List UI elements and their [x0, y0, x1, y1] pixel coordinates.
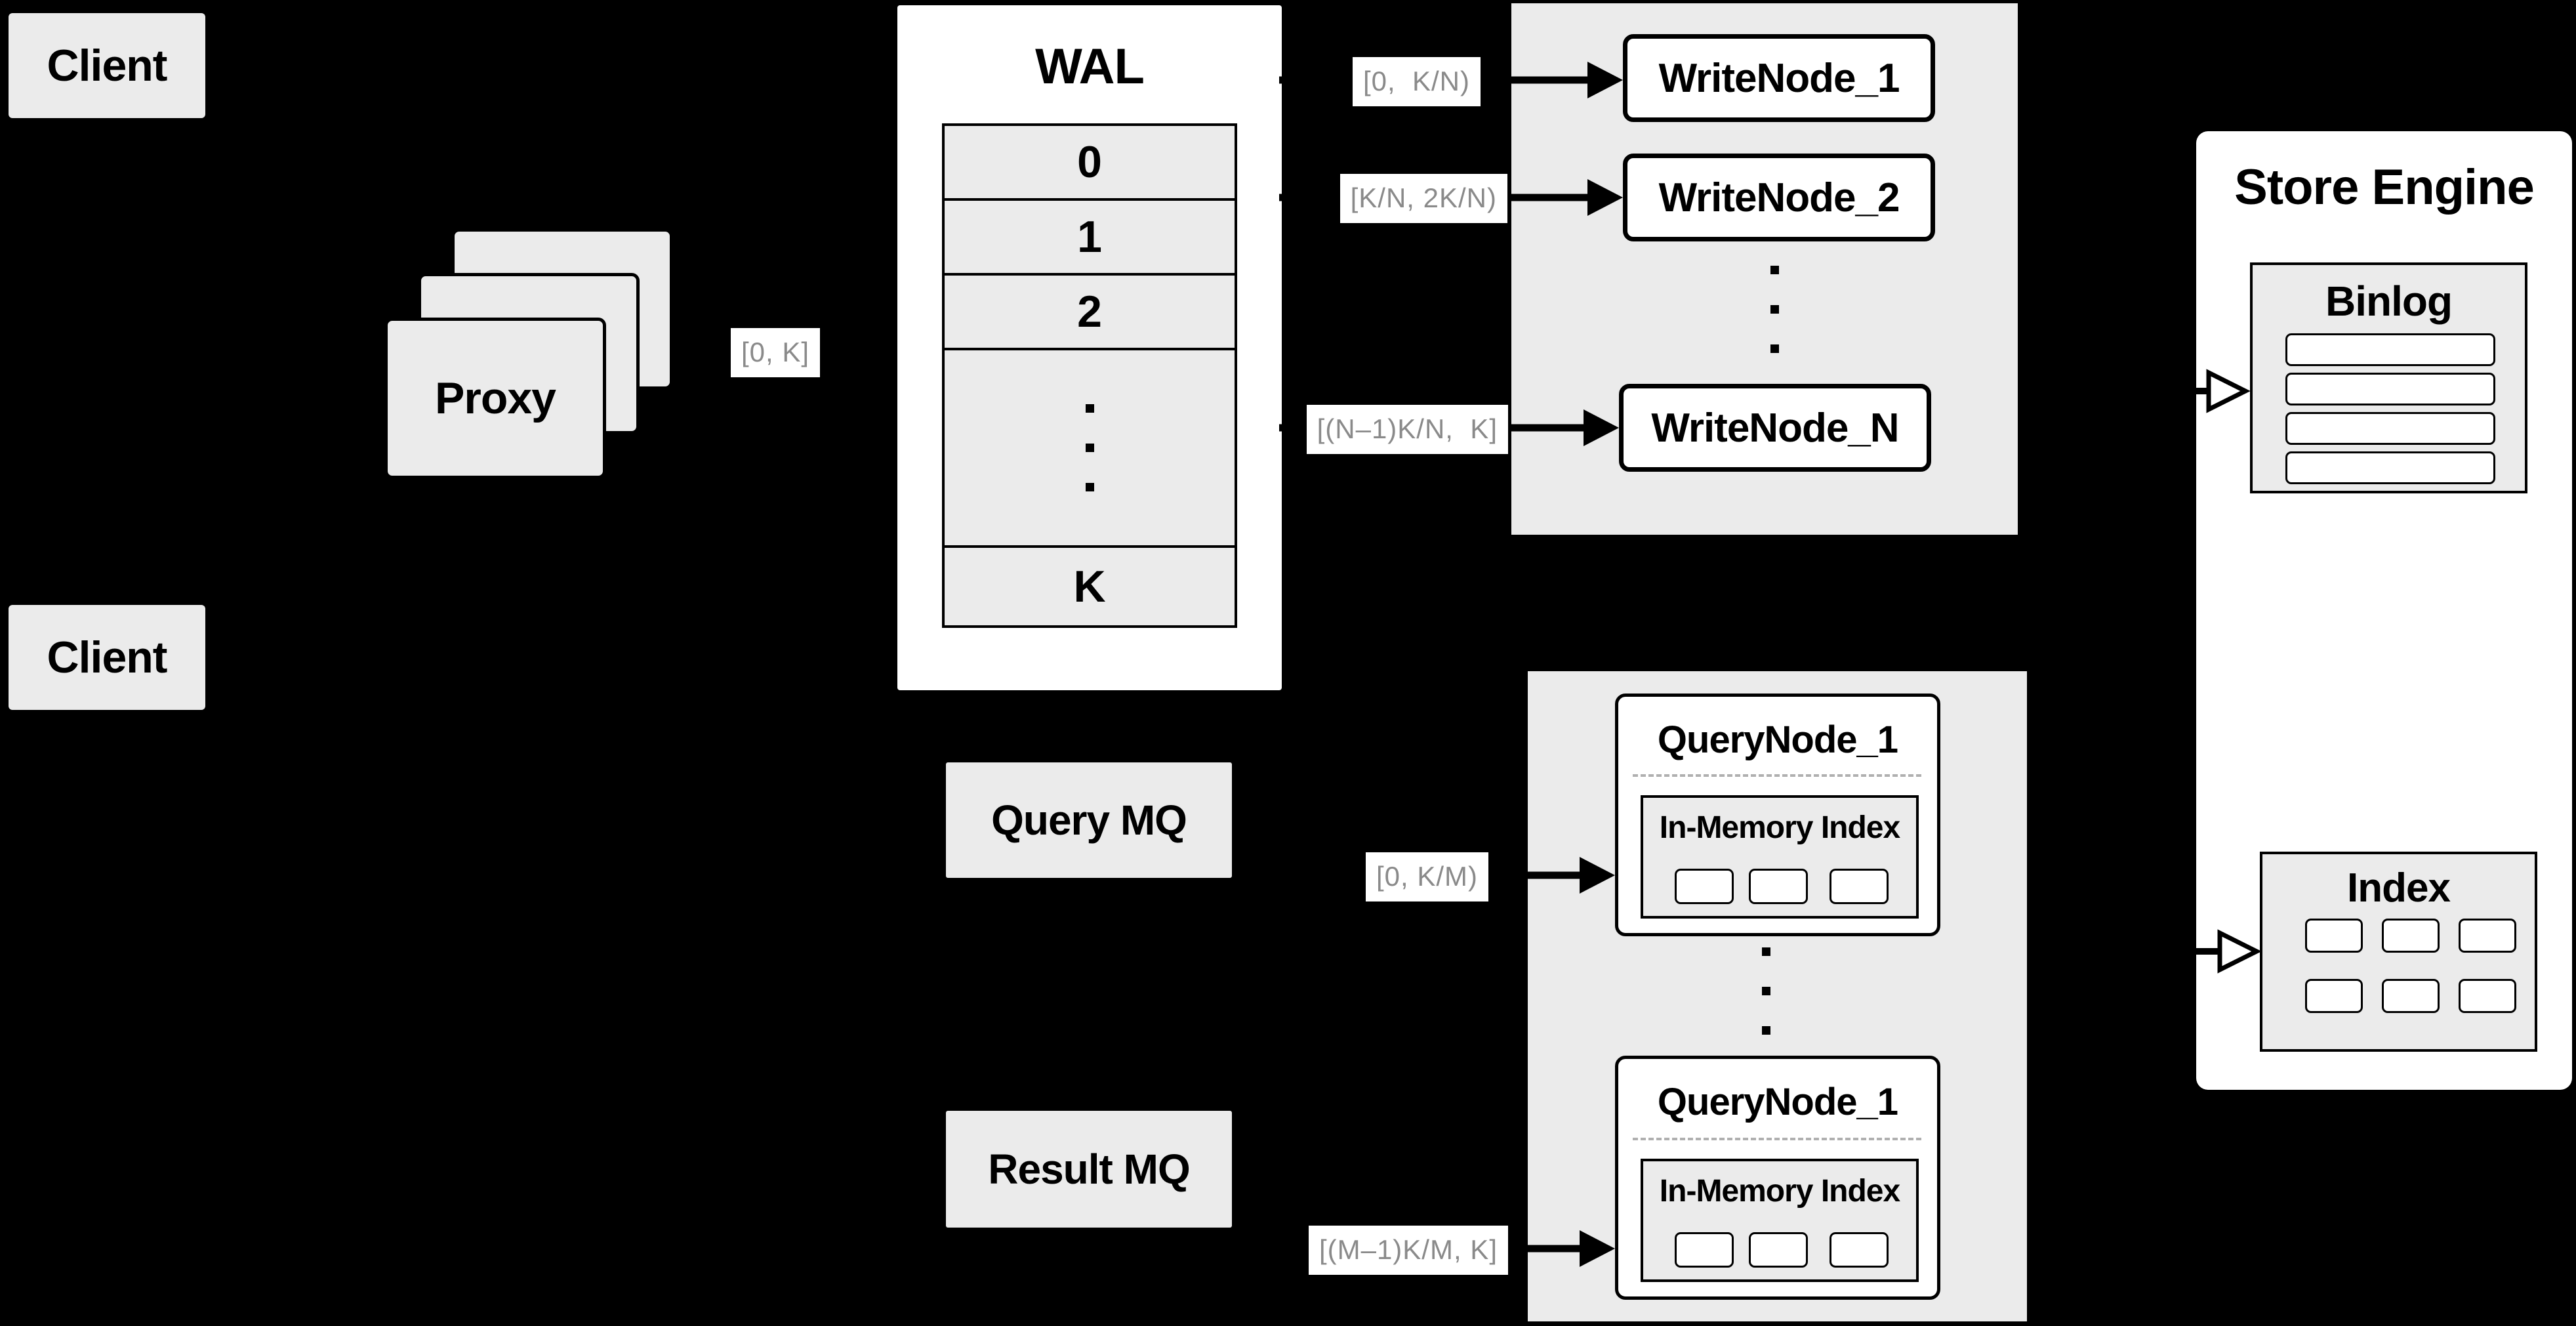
wal-segment-ellipsis	[945, 350, 1235, 548]
range-label-write-1: [0, K/N)	[1352, 57, 1481, 106]
arrowhead-querynode-2	[1580, 1230, 1615, 1267]
client-top-label: Client	[47, 41, 168, 91]
wal-segment-k: K	[945, 548, 1235, 625]
result-mq-label: Result MQ	[988, 1146, 1190, 1193]
range-label-query-2: [(M–1)K/M, K]	[1308, 1226, 1508, 1275]
query-mq-node: Query MQ	[946, 762, 1232, 878]
client-bottom-label: Client	[47, 632, 168, 682]
arrowhead-writenode-2	[1587, 179, 1623, 216]
range-label-query-1: [0, K/M)	[1365, 852, 1488, 901]
range-label-write-n: [(N–1)K/N, K]	[1306, 405, 1508, 454]
wal-title: WAL	[1035, 39, 1145, 94]
vertical-ellipsis-icon	[1085, 404, 1094, 491]
in-memory-index-2: In-Memory Index	[1641, 1159, 1919, 1282]
vertical-ellipsis-icon	[1762, 947, 1770, 1035]
binlog-title: Binlog	[2325, 278, 2453, 325]
query-node-card-2: QueryNode_1 In-Memory Index	[1615, 1056, 1940, 1300]
arrowhead-querynode-1	[1580, 857, 1615, 894]
index-title: Index	[2347, 865, 2451, 911]
result-mq-node: Result MQ	[946, 1111, 1232, 1228]
segment-cell	[1675, 869, 1734, 904]
divider	[1633, 774, 1921, 777]
arrowhead-writenode-1	[1587, 62, 1623, 98]
segment-cell	[1675, 1232, 1734, 1268]
binlog-box: Binlog	[2250, 262, 2527, 493]
segment-cell	[1830, 1232, 1889, 1268]
client-node-top: Client	[9, 13, 205, 118]
proxy-label: Proxy	[435, 373, 556, 423]
range-label-write-2: [K/N, 2K/N)	[1339, 174, 1507, 223]
index-cell	[2459, 979, 2516, 1013]
write-node-n-label: WriteNode_N	[1651, 405, 1899, 451]
query-node-2-title: QueryNode_1	[1657, 1081, 1898, 1123]
index-cell	[2305, 979, 2363, 1013]
write-node-1-label: WriteNode_1	[1658, 55, 1900, 101]
index-box: Index	[2260, 852, 2537, 1052]
wal-segment-1: 1	[945, 201, 1235, 276]
arrowhead-index	[2217, 929, 2262, 974]
arrowhead-binlog	[2206, 369, 2251, 413]
in-memory-index-1: In-Memory Index	[1641, 795, 1919, 919]
index-cell	[2305, 919, 2363, 953]
binlog-row	[2285, 451, 2495, 484]
vertical-ellipsis-icon	[1770, 266, 1779, 353]
segment-cell	[1749, 1232, 1808, 1268]
segment-cell	[1749, 869, 1808, 904]
wal-segment-0: 0	[945, 126, 1235, 201]
write-node-2: WriteNode_2	[1623, 154, 1935, 241]
range-label-proxy-out: [0, K]	[731, 328, 821, 377]
index-cell	[2382, 919, 2440, 953]
proxy-node: Proxy	[384, 318, 606, 479]
client-node-bottom: Client	[9, 605, 205, 710]
in-memory-index-1-title: In-Memory Index	[1659, 810, 1900, 845]
wal-table: 0 1 2 K	[942, 123, 1237, 628]
wal-segment-2: 2	[945, 276, 1235, 350]
write-node-2-label: WriteNode_2	[1658, 175, 1900, 220]
binlog-row	[2285, 412, 2495, 445]
binlog-row	[2285, 333, 2495, 366]
store-engine-title: Store Engine	[2234, 159, 2535, 215]
query-node-1-title: QueryNode_1	[1657, 718, 1898, 761]
index-cell	[2382, 979, 2440, 1013]
in-memory-index-2-title: In-Memory Index	[1659, 1174, 1900, 1209]
segment-cell	[1830, 869, 1889, 904]
write-node-1: WriteNode_1	[1623, 34, 1935, 122]
index-cell	[2459, 919, 2516, 953]
write-node-n: WriteNode_N	[1619, 384, 1931, 472]
divider	[1633, 1138, 1921, 1140]
query-mq-label: Query MQ	[991, 797, 1187, 844]
query-node-card-1: QueryNode_1 In-Memory Index	[1615, 694, 1940, 936]
binlog-row	[2285, 373, 2495, 405]
arrowhead-writenode-n	[1584, 409, 1619, 446]
